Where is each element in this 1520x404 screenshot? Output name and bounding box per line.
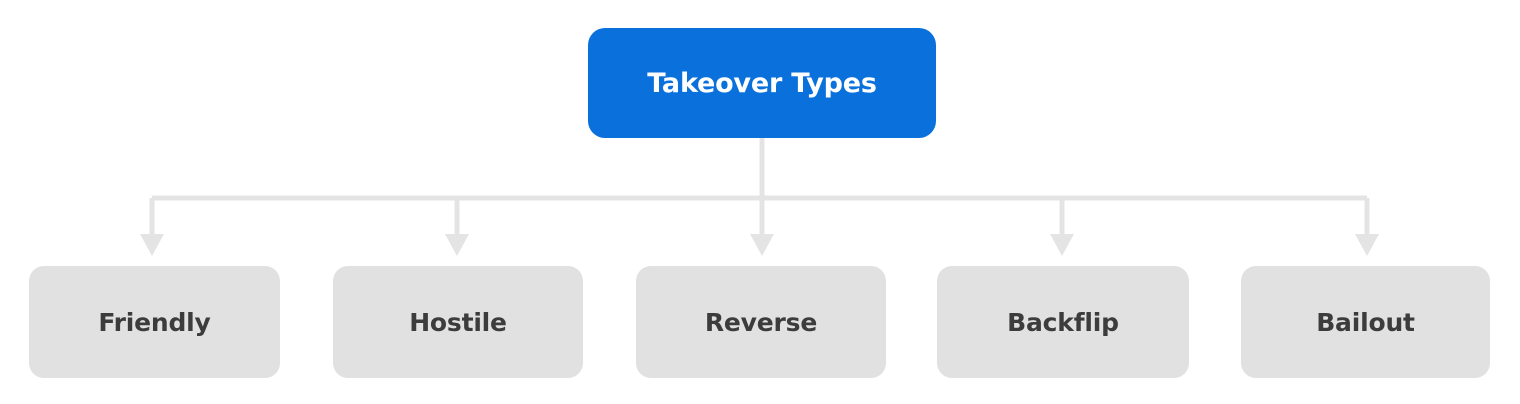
node-child-label: Bailout — [1316, 307, 1415, 337]
node-child-label: Backflip — [1007, 307, 1119, 337]
node-child-label: Friendly — [98, 307, 211, 337]
node-root-label: Takeover Types — [647, 67, 877, 99]
connector-to-hostile — [445, 198, 469, 256]
node-child-bailout[interactable]: Bailout — [1241, 266, 1490, 378]
node-child-reverse[interactable]: Reverse — [636, 266, 886, 378]
node-child-hostile[interactable]: Hostile — [333, 266, 583, 378]
connector-to-backflip — [1050, 198, 1074, 256]
node-child-label: Hostile — [409, 307, 507, 337]
node-child-backflip[interactable]: Backflip — [937, 266, 1189, 378]
node-child-label: Reverse — [704, 307, 818, 337]
arrowhead-icon — [750, 234, 774, 256]
arrowhead-icon — [1050, 234, 1074, 256]
connector-to-friendly — [140, 198, 164, 256]
node-root-takeover-types[interactable]: Takeover Types — [588, 28, 936, 138]
node-child-friendly[interactable]: Friendly — [29, 266, 280, 378]
connector-to-bailout — [1355, 198, 1379, 256]
arrowhead-icon — [140, 234, 164, 256]
arrowhead-icon — [1355, 234, 1379, 256]
connector-to-reverse — [750, 234, 774, 256]
arrowhead-icon — [445, 234, 469, 256]
